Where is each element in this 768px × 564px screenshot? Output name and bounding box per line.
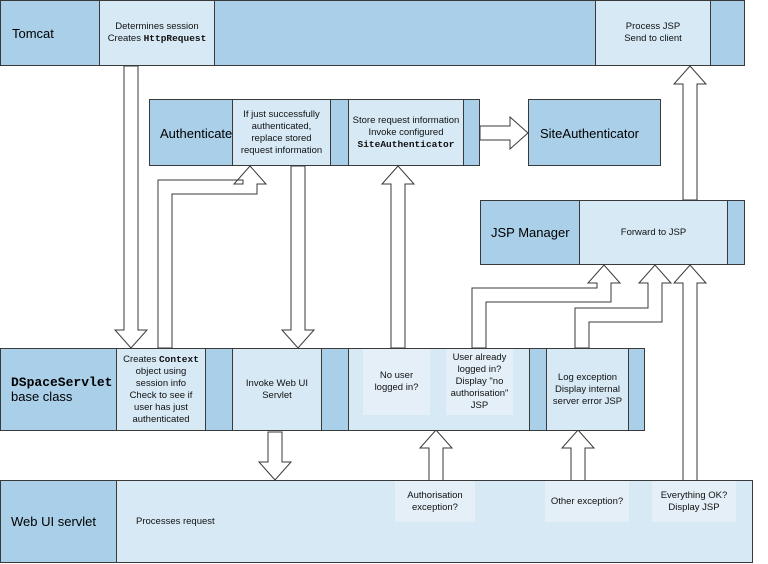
auth-exception-line1: Authorisation	[407, 489, 463, 501]
arrow-nouser-to-store	[380, 165, 416, 349]
dspace-step-invoke: Invoke Web UI Servlet	[232, 348, 322, 431]
log-exception-line1: Log exception	[557, 371, 618, 383]
authenticate-replace-line3: replace stored	[251, 132, 312, 144]
user-logged-note: User already logged in? Display "no auth…	[446, 349, 513, 415]
user-logged-line3: Display "no	[455, 376, 504, 387]
other-exception-text: Other exception?	[550, 495, 624, 507]
jsp-manager-title: JSP Manager	[491, 225, 570, 240]
tomcat-title: Tomcat	[12, 26, 54, 41]
arrow-userlogged-to-jsp	[471, 264, 622, 349]
user-logged-line2: logged in?	[457, 364, 502, 375]
user-logged-line4: authorisation"	[450, 388, 509, 399]
no-user-line1: No user	[379, 370, 414, 381]
arrow-tomcat-to-dspace	[113, 65, 149, 349]
user-logged-line5: JSP	[470, 400, 489, 411]
arrow-jsp-to-tomcat	[672, 65, 708, 201]
dspace-invoke-line2: Servlet	[262, 389, 292, 401]
dspace-context-line2: object using	[135, 365, 187, 377]
site-authenticator-box: SiteAuthenticator	[528, 99, 661, 166]
arrow-context-to-authenticate	[157, 165, 268, 349]
http-request-code: HttpRequest	[143, 33, 207, 44]
arrow-invoke-to-webui	[257, 431, 293, 481]
authenticate-replace-line1: If just successfully	[243, 108, 320, 120]
tomcat-step-session: Determines session Creates HttpRequest	[99, 0, 215, 66]
everything-ok-line1: Everything OK?	[660, 489, 728, 501]
everything-ok-note: Everything OK? Display JSP	[652, 481, 736, 522]
dspace-context-line5: user has just	[134, 401, 188, 413]
context-code: Context	[158, 353, 199, 365]
dspace-servlet-bar: DSpaceServlet base class	[0, 348, 645, 431]
web-ui-servlet-title: Web UI servlet	[11, 514, 97, 529]
dspace-servlet-title: DSpaceServlet	[11, 375, 113, 390]
dspace-invoke-line1: Invoke Web UI	[245, 377, 309, 389]
site-authenticator-title: SiteAuthenticator	[540, 126, 640, 141]
dspace-servlet-subtitle: base class	[11, 389, 73, 404]
arrow-authexc-to-dspace	[418, 429, 454, 483]
processes-request-text: Processes request	[136, 515, 215, 527]
arrow-store-to-siteauth	[479, 115, 529, 151]
web-ui-processing-area: Processes request Authorisation exceptio…	[116, 480, 753, 563]
authenticate-store-line2: Invoke configured	[368, 126, 444, 138]
authenticate-store-line1: Store request information	[352, 114, 460, 126]
arrow-otherexc-to-log	[560, 429, 596, 483]
tomcat-step-session-line1: Determines session	[115, 21, 199, 32]
authenticate-step-store: Store request information Invoke configu…	[348, 99, 464, 166]
no-user-line2: logged in?	[374, 382, 419, 393]
authenticate-title: Authenticate	[160, 126, 233, 141]
jsp-manager-step-forward: Forward to JSP	[579, 200, 728, 265]
jsp-manager-forward-text: Forward to JSP	[620, 226, 687, 238]
dspace-context-prefix: Creates	[123, 353, 159, 365]
authenticate-step-replace: If just successfully authenticated, repl…	[232, 99, 331, 166]
auth-exception-line2: exception?	[412, 501, 458, 513]
user-logged-line1: User already	[452, 352, 507, 363]
no-user-note: No user logged in?	[363, 349, 430, 415]
dspace-context-line4: Check to see if	[129, 389, 193, 401]
dspace-step-auth-checks: No user logged in? User already logged i…	[348, 348, 530, 431]
tomcat-step-process-jsp: Process JSP Send to client	[595, 0, 711, 66]
log-exception-line3: server error JSP	[552, 395, 623, 407]
other-exception-note: Other exception?	[545, 481, 629, 522]
authenticate-replace-line2: authenticated,	[251, 120, 312, 132]
dspace-context-line6: authenticated	[132, 413, 190, 425]
tomcat-step-session-prefix: Creates	[107, 33, 144, 44]
arrow-authenticate-to-invoke	[280, 165, 316, 349]
dspace-step-log-exception: Log exception Display internal server er…	[546, 348, 629, 431]
tomcat-step-process-line2: Send to client	[624, 33, 682, 44]
tomcat-step-process-line1: Process JSP	[625, 21, 681, 32]
log-exception-line2: Display internal	[555, 383, 620, 395]
arrow-log-to-jsp	[574, 264, 673, 349]
everything-ok-line2: Display JSP	[668, 501, 720, 513]
dspace-context-line3: session info	[135, 377, 187, 389]
arrow-ok-to-jsp	[672, 264, 708, 483]
auth-exception-note: Authorisation exception?	[395, 481, 475, 522]
authenticate-replace-line4: request information	[240, 144, 323, 156]
site-authenticator-code: SiteAuthenticator	[357, 138, 455, 150]
dspace-step-context: Creates Context object using session inf…	[116, 348, 206, 431]
